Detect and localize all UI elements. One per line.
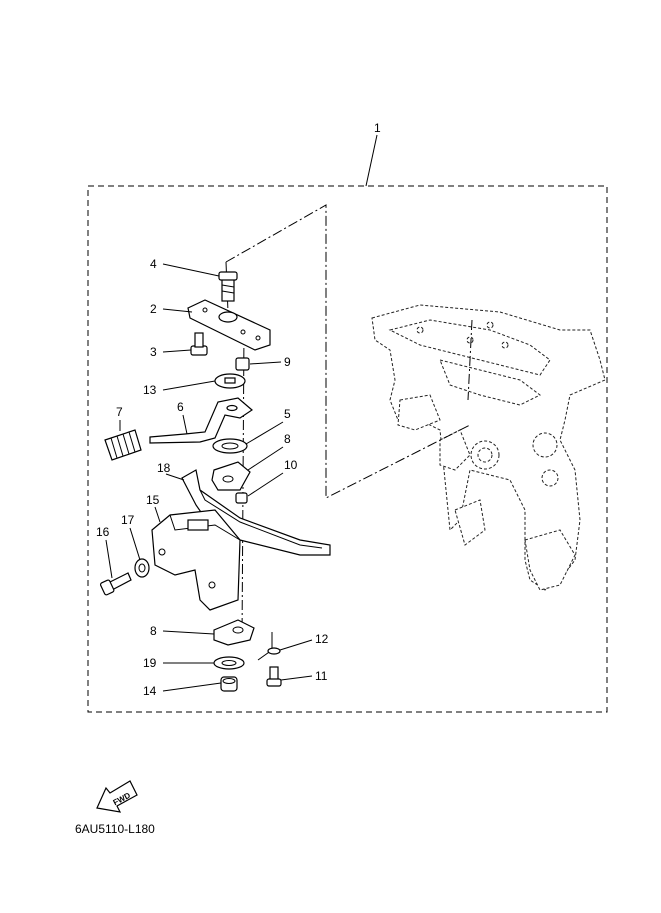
- callout-9: 9: [284, 355, 291, 369]
- assembly-boundary: [87, 185, 608, 713]
- callout-19: 19: [143, 656, 157, 670]
- callout-15: 15: [146, 493, 160, 507]
- callout-16: 16: [96, 525, 110, 539]
- part-9-nut: [235, 357, 250, 371]
- part-8-bushing-upper: [211, 461, 251, 491]
- engine-bracket-outline: [371, 304, 606, 591]
- callout-4: 4: [150, 257, 157, 271]
- callout-labels: 1 4 2 3 9 13 6 7 5 8 10 18 15 17 16 8 12…: [96, 121, 381, 698]
- callout-8-lower: 8: [150, 624, 157, 638]
- part-4-bolt: [218, 271, 238, 302]
- part-19-washer: [213, 656, 245, 670]
- part-10-nut: [235, 492, 248, 504]
- part-11-bolt: [266, 666, 282, 687]
- part-3-bolt: [190, 332, 208, 356]
- callout-3: 3: [150, 345, 157, 359]
- part-16-bolt: [99, 572, 132, 596]
- part-17-washer: [134, 558, 150, 578]
- part-7-grip: [104, 429, 142, 461]
- part-6-lever: [149, 397, 253, 444]
- part-5-washer: [212, 438, 248, 454]
- diagram-code: 6AU5110-L180: [75, 822, 155, 836]
- callout-13: 13: [143, 383, 157, 397]
- callout-18: 18: [157, 461, 171, 475]
- part-8-bushing-lower: [213, 619, 255, 646]
- fwd-arrow-icon: FWD: [96, 780, 138, 813]
- part-13-washer: [214, 373, 246, 389]
- part-14-nut: [220, 676, 238, 692]
- leader-lines: [105, 134, 378, 692]
- callout-1: 1: [374, 121, 381, 135]
- part-2-plate: [187, 299, 271, 351]
- callout-10: 10: [284, 458, 298, 472]
- callout-6: 6: [177, 400, 184, 414]
- callout-11: 11: [315, 669, 328, 683]
- callout-7: 7: [116, 405, 123, 419]
- part-15-bracket: [151, 509, 241, 611]
- callout-12: 12: [315, 632, 329, 646]
- assembly-guide-lines: [225, 204, 471, 661]
- callout-5: 5: [284, 407, 291, 421]
- callout-2: 2: [150, 302, 157, 316]
- callout-8-upper: 8: [284, 432, 291, 446]
- part-12-washer: [267, 647, 281, 655]
- callout-14: 14: [143, 684, 157, 698]
- callout-17: 17: [121, 513, 135, 527]
